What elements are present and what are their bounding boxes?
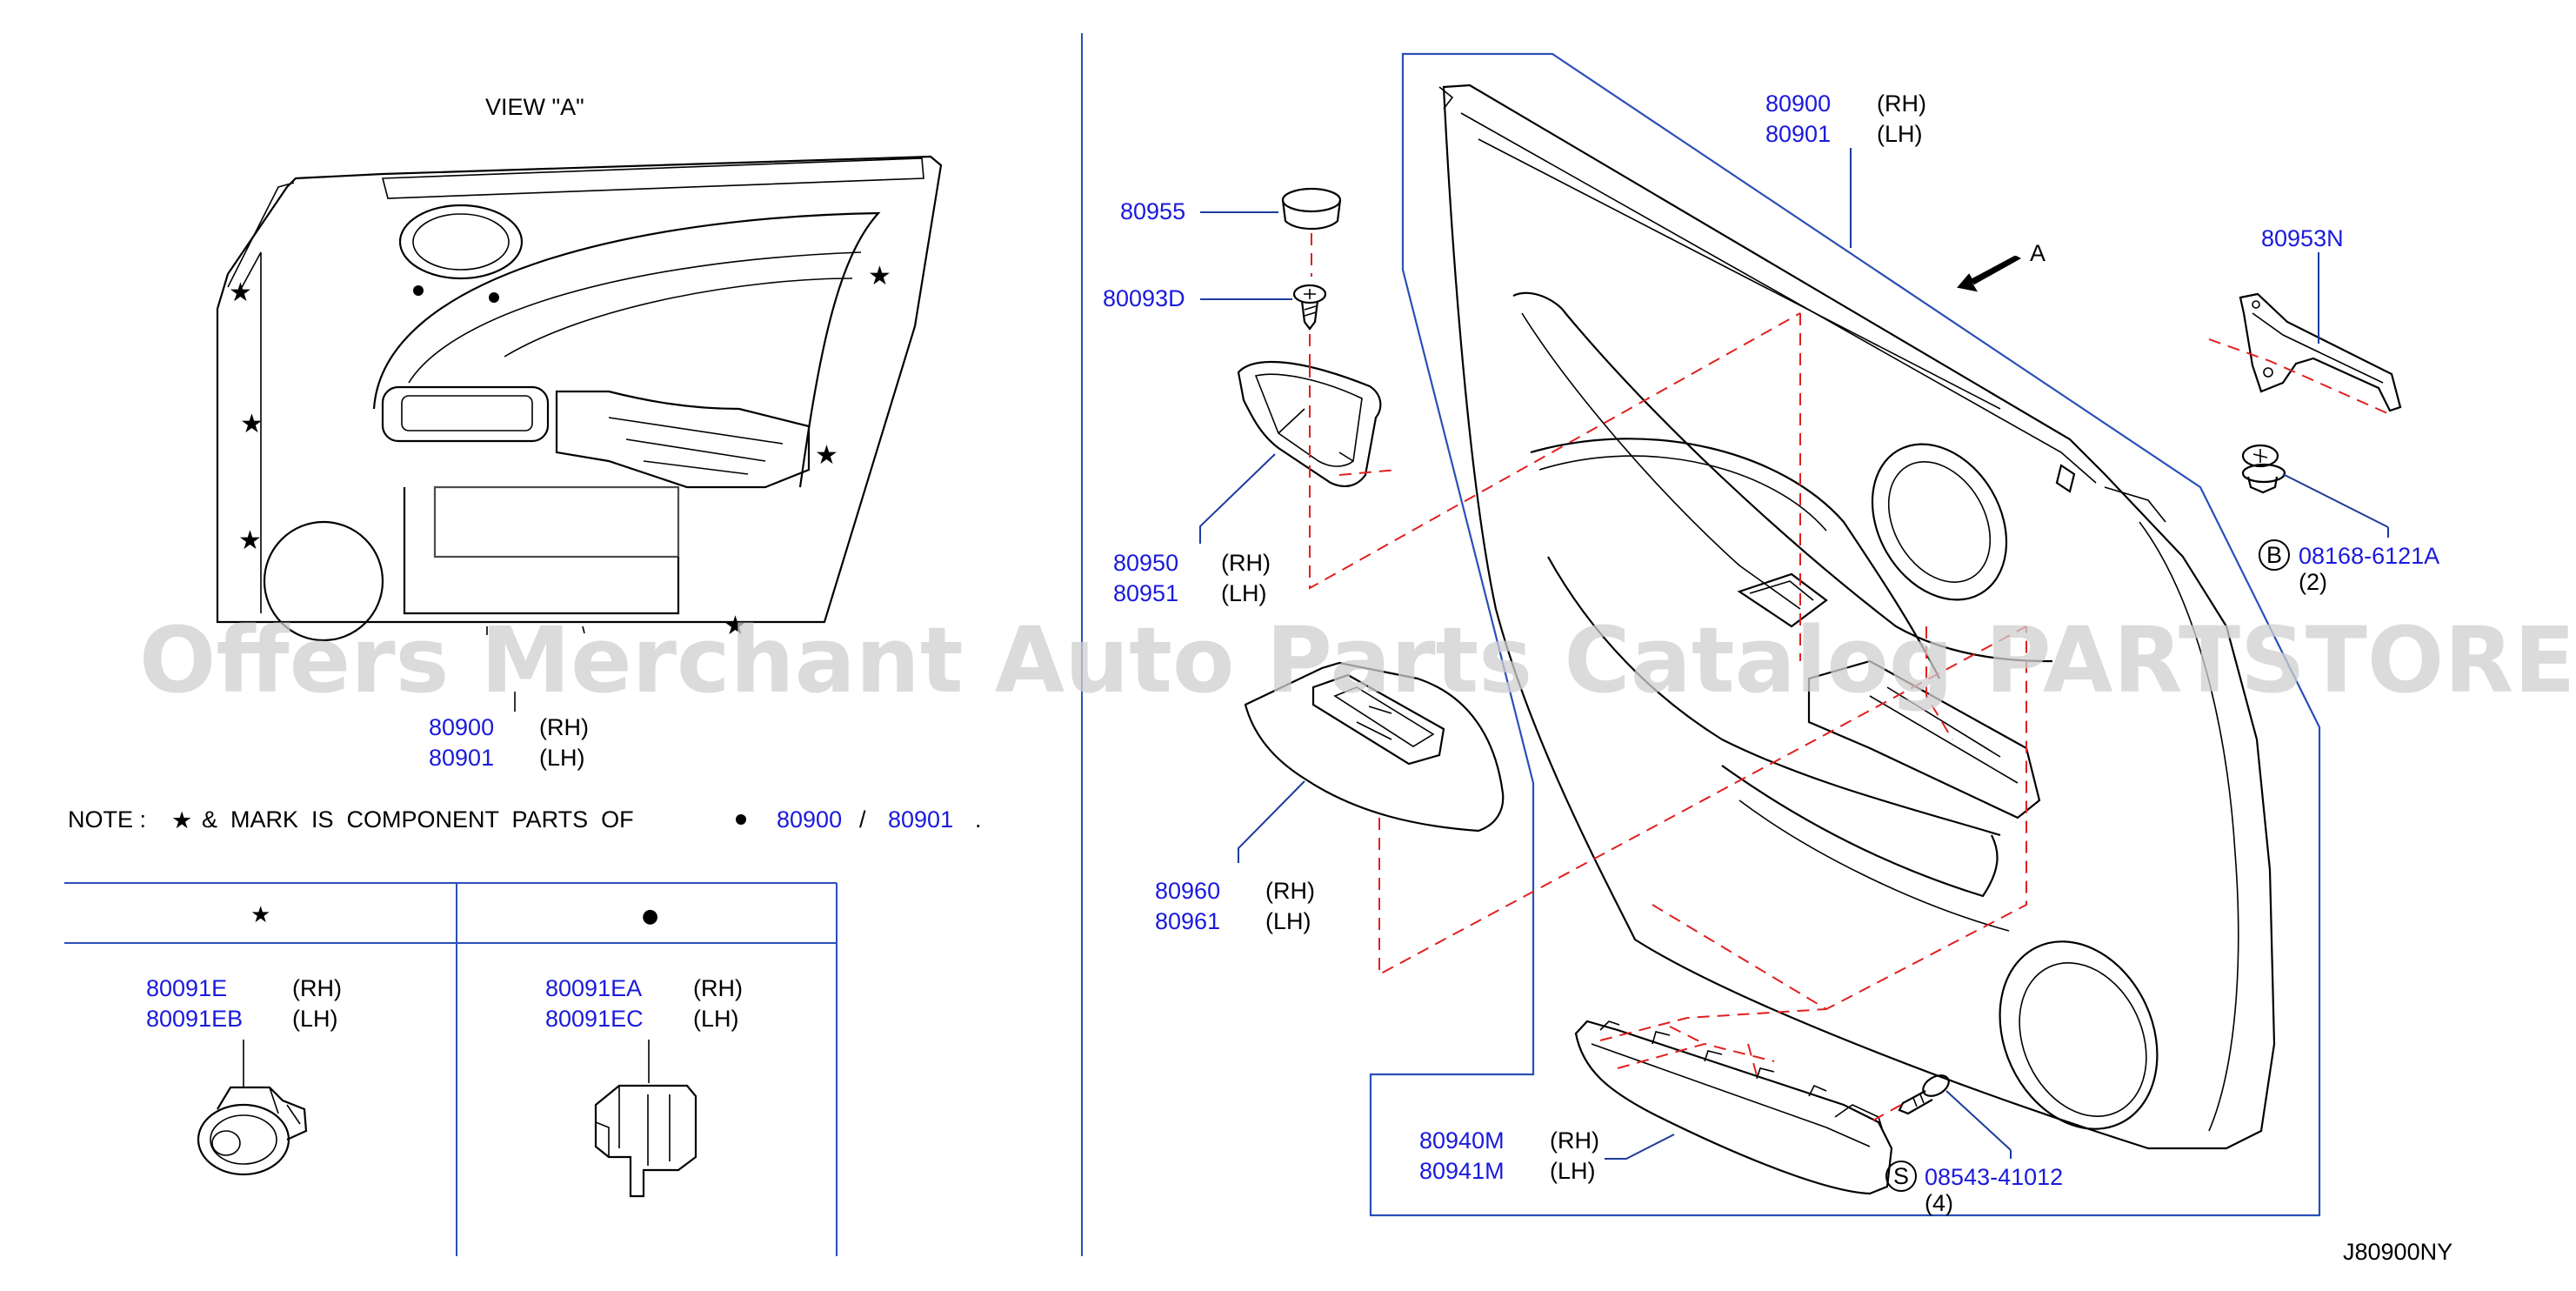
lh-label: (LH) <box>292 1006 338 1032</box>
leader-80960 <box>1238 780 1305 863</box>
part-80941m[interactable]: 80941M <box>1419 1158 1505 1184</box>
finisher-80960-drawing <box>1244 661 1505 833</box>
star-marker: ★ <box>815 440 838 471</box>
leader-08543 <box>1945 1090 2012 1151</box>
view-a-markers: ★ ★ ★ ★ ★ ★ <box>229 261 891 641</box>
star-marker: ★ <box>229 278 252 308</box>
star-marker: ★ <box>868 261 891 291</box>
arrow-label-a: A <box>2030 240 2045 266</box>
clip-table: ★ ● 80091E (RH) 80091EB (LH) 80091EA (RH… <box>64 882 838 1256</box>
part-80091ea[interactable]: 80091EA <box>545 975 642 1001</box>
badge-b <box>2259 539 2290 571</box>
part-80950[interactable]: 80950 <box>1113 550 1178 576</box>
assembly-frame <box>1369 52 2321 1217</box>
part-80951[interactable]: 80951 <box>1113 580 1178 606</box>
badge-s <box>1885 1161 1917 1192</box>
qty-b: (2) <box>2299 569 2327 595</box>
rh-label: (RH) <box>1877 90 1926 117</box>
leader-08168 <box>2282 473 2389 528</box>
table-header-star: ★ <box>250 902 270 928</box>
badge-b-letter: B <box>2266 542 2282 568</box>
exploded-view: A <box>1199 52 2402 1217</box>
dot-marker <box>413 285 424 296</box>
part-80940m[interactable]: 80940M <box>1419 1127 1505 1154</box>
part-80955[interactable]: 80955 <box>1120 198 1185 224</box>
rh-label: (RH) <box>539 714 589 740</box>
cup-80950-drawing <box>1237 361 1382 488</box>
lh-label: (LH) <box>1550 1158 1596 1184</box>
part-80091eb[interactable]: 80091EB <box>146 1006 243 1032</box>
rh-label: (RH) <box>1265 878 1315 904</box>
note-separator: / <box>859 806 866 833</box>
lh-label: (LH) <box>539 745 585 771</box>
note-end: . <box>975 806 982 833</box>
table-header-dot: ● <box>642 906 658 927</box>
clip-80091ea-drawing <box>594 1084 697 1198</box>
lh-label: (LH) <box>1265 908 1311 934</box>
part-80091ec[interactable]: 80091EC <box>545 1006 644 1032</box>
rh-label: (RH) <box>693 975 743 1001</box>
bolt-08168-drawing <box>2241 444 2286 494</box>
part-80900-view-a[interactable]: 80900 <box>429 714 494 740</box>
armrest-80940m-drawing <box>1574 1020 1893 1195</box>
screw-08543-drawing <box>1898 1074 1950 1115</box>
leader-80950 <box>1199 453 1276 544</box>
watermark: Offers Merchant Auto Parts Catalog PARTS… <box>139 607 2576 713</box>
lh-label: (LH) <box>1221 580 1267 606</box>
part-labels-right: 80900 (RH) 80901 (LH) 80955 80093D 80950… <box>1103 90 2453 1265</box>
part-80900-right[interactable]: 80900 <box>1765 90 1831 117</box>
rh-label: (RH) <box>1221 550 1271 576</box>
note-part-80900[interactable]: 80900 <box>777 806 842 833</box>
star-marker: ★ <box>238 525 262 556</box>
star-marker: ★ <box>240 409 264 439</box>
part-80901-view-a[interactable]: 80901 <box>429 745 494 771</box>
note-prefix: NOTE : <box>68 806 146 833</box>
qty-s: (4) <box>1925 1190 1953 1216</box>
assembly-dashed-lines <box>1309 312 2027 1123</box>
note-text: & MARK IS COMPONENT PARTS OF <box>202 806 634 833</box>
part-80960[interactable]: 80960 <box>1155 878 1220 904</box>
door-trim-back-view <box>216 155 943 642</box>
lh-label: (LH) <box>1877 121 1923 147</box>
view-a-section: VIEW "A" ★ ★ ★ ★ ★ ★ <box>216 94 943 771</box>
part-08168-6121a[interactable]: 08168-6121A <box>2299 543 2439 569</box>
part-80953n[interactable]: 80953N <box>2261 225 2344 251</box>
view-a-title: VIEW "A" <box>485 94 584 120</box>
dot-marker <box>489 292 499 303</box>
rh-label: (RH) <box>1550 1127 1599 1154</box>
note-part-80901[interactable]: 80901 <box>888 806 953 833</box>
clip-80091e-drawing <box>197 1086 308 1176</box>
note-line: NOTE : ★ & MARK IS COMPONENT PARTS OF 80… <box>68 806 982 834</box>
part-80961[interactable]: 80961 <box>1155 908 1220 934</box>
diagram-code: J80900NY <box>2343 1239 2453 1265</box>
part-80901-right[interactable]: 80901 <box>1765 121 1831 147</box>
dash-80953n <box>2208 338 2388 414</box>
screw-80093d-drawing <box>1292 284 1327 331</box>
note-dot-symbol <box>736 814 746 825</box>
rh-label: (RH) <box>292 975 342 1001</box>
leader-80940m <box>1605 1134 1675 1160</box>
star-marker: ★ <box>724 611 747 641</box>
cap-80955-drawing <box>1281 187 1342 230</box>
door-trim-panel-drawing <box>1438 84 2276 1150</box>
part-80091e[interactable]: 80091E <box>146 975 227 1001</box>
part-08543-41012[interactable]: 08543-41012 <box>1925 1164 2063 1190</box>
view-a-arrow: A <box>1957 240 2045 292</box>
bracket-80953n-drawing <box>2239 292 2402 412</box>
part-80093d[interactable]: 80093D <box>1103 285 1185 311</box>
lh-label: (LH) <box>693 1006 739 1032</box>
note-star-symbol: ★ <box>171 807 192 834</box>
badge-s-letter: S <box>1893 1163 1909 1189</box>
